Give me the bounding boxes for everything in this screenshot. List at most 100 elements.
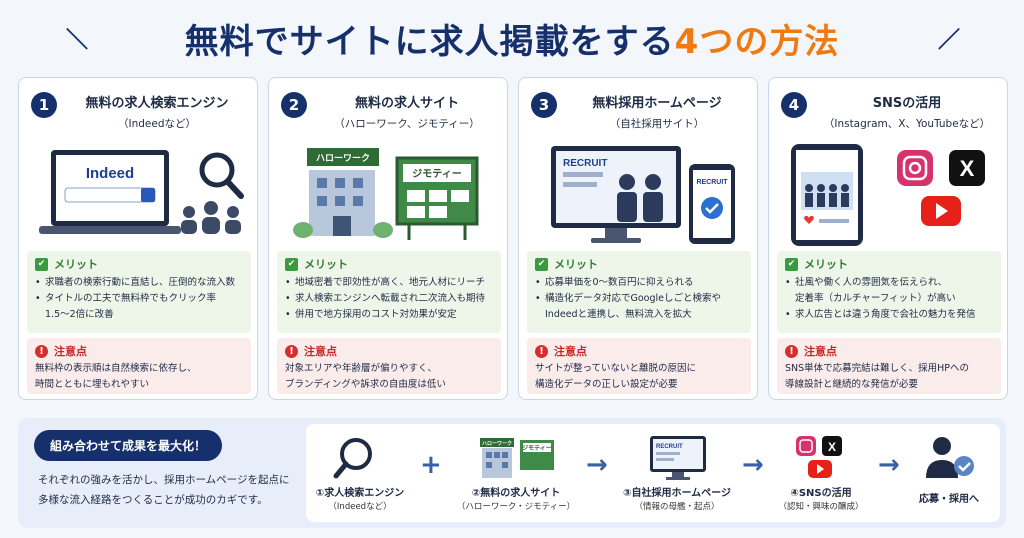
flow-step-search-engine: ①求人検索エンジン （Indeedなど） [310, 424, 410, 522]
monitor-recruit-text: RECRUIT [563, 158, 607, 169]
recruit-site-illustration: RECRUIT RECRUIT [551, 146, 735, 244]
svg-text:ジモティー: ジモティー [522, 445, 552, 452]
thumbs-up-icon: ✔ [535, 257, 548, 271]
card-subtitle: （ハローワーク、ジモティー） [334, 118, 480, 130]
caution-text: サイトが整っていないと離脱の原因に構造化データの正しい設定が必要 [535, 363, 697, 390]
title-decoration-right: ／ [938, 28, 961, 53]
title-accent: 4つの方法 [674, 22, 840, 62]
warning-icon: ! [35, 344, 48, 358]
summary-pill: 組み合わせて成果を最大化！ [34, 430, 223, 461]
card-number: 2 [281, 92, 307, 118]
indeed-logo-text: Indeed [86, 165, 134, 182]
hellowork-sign: ハローワーク [316, 153, 370, 164]
flow-step-sns: X ④SNSの活用 （認知・興味の醸成） [766, 424, 876, 522]
flow-step-label: 応募・採用へ [919, 494, 979, 505]
flow-step-label: ④SNSの活用 [790, 488, 852, 499]
svg-text:X: X [960, 156, 975, 181]
x-icon [949, 150, 985, 186]
jmty-sign: ジモティー [412, 168, 461, 180]
summary-panel: 組み合わせて成果を最大化！ それぞれの強みを活かし、採用ホームページを起点に多様… [18, 418, 1006, 528]
thumbs-up-icon: ✔ [35, 257, 48, 271]
flow-step-label: ③自社採用ホームページ [623, 488, 731, 499]
merit-item: 併用で地方採用のコスト対効果が安定 [285, 307, 493, 323]
merit-label: メリット [554, 258, 598, 271]
magnifier-icon [199, 152, 235, 188]
flow-step-label: ②無料の求人サイト [471, 488, 561, 499]
warning-icon: ! [785, 344, 798, 358]
arrow-icon: → [742, 450, 764, 480]
sns-illustration: X [791, 144, 985, 246]
caution-box: ! 注意点 サイトが整っていないと離脱の原因に構造化データの正しい設定が必要 [527, 338, 751, 394]
caution-label: 注意点 [554, 345, 587, 358]
job-sites-icon: ハローワーク ジモティー [480, 438, 554, 478]
instagram-icon [897, 150, 933, 186]
warning-icon: ! [535, 344, 548, 358]
flow-step-job-sites: ハローワーク ジモティー ②無料の求人サイト （ハローワーク・ジモティー） [446, 424, 586, 522]
flow-step-hire: 応募・採用へ [902, 424, 996, 522]
merit-item: 構造化データ対応でGoogleしごと検索や [535, 291, 743, 307]
merit-box: ✔ メリット 求職者の検索行動に直結し、圧倒的な流入数 タイトルの工夫で無料枠でも… [27, 251, 251, 333]
title-main: 無料でサイトに求人掲載をする [184, 22, 675, 62]
flow-step-sub: （ハローワーク・ジモティー） [456, 502, 576, 512]
merit-label: メリット [54, 258, 98, 271]
merit-item: タイトルの工夫で無料枠でもクリック率 [35, 291, 243, 307]
arrow-icon: → [878, 450, 900, 480]
caution-box: ! 注意点 SNS単体で応募完結は難しく、採用HPへの導線設計と継続的な発信が必要 [777, 338, 1001, 394]
caution-text: 無料枠の表示順は自然検索に依存し、時間とともに埋もれやすい [35, 363, 197, 390]
svg-text:RECRUIT: RECRUIT [656, 444, 683, 450]
magnifier-icon [333, 438, 372, 479]
arrow-icon: → [586, 450, 608, 480]
flow-panel: ①求人検索エンジン （Indeedなど） + ハローワーク ジモティー ②無料の… [306, 424, 1000, 522]
thumbs-up-icon: ✔ [785, 257, 798, 271]
card-number: 4 [781, 92, 807, 118]
merit-item: 地域密着で即効性が高く、地元人材にリーチ [285, 275, 493, 291]
card-number: 1 [31, 92, 57, 118]
caution-label: 注意点 [304, 345, 337, 358]
flow-step-sub: （情報の母艦・起点） [634, 502, 720, 512]
method-card-sns: 4 SNSの活用 （Instagram、X、YouTubeなど） X ✔ メリット… [768, 77, 1008, 400]
merit-item: 定着率（カルチャーフィット）が高い [795, 293, 956, 304]
merit-label: メリット [804, 258, 848, 271]
caution-label: 注意点 [54, 345, 87, 358]
monitor-icon: RECRUIT [650, 436, 706, 480]
merit-item: 社風や働く人の雰囲気を伝えられ、 [785, 275, 993, 291]
warning-icon: ! [285, 344, 298, 358]
check-icon [701, 197, 723, 219]
svg-text:ハローワーク: ハローワーク [482, 440, 512, 447]
merit-box: ✔ メリット 地域密着で即効性が高く、地元人材にリーチ 求人検索エンジンへ転載され… [277, 251, 501, 333]
method-card-recruit-site: 3 無料採用ホームページ （自社採用サイト） RECRUIT RECRUIT ✔… [518, 77, 758, 400]
caution-box: ! 注意点 対象エリアや年齢層が偏りやすく、ブランディングや訴求の自由度は低い [277, 338, 501, 394]
caution-label: 注意点 [804, 345, 837, 358]
card-subtitle: （自社採用サイト） [609, 118, 705, 130]
card-title: SNSの活用 [872, 96, 942, 111]
merit-box: ✔ メリット 社風や働く人の雰囲気を伝えられ、 定着率（カルチャーフィット）が高い… [777, 251, 1001, 333]
flow-step-label: ①求人検索エンジン [315, 488, 405, 499]
job-sites-illustration: ハローワーク ジモティー [293, 148, 479, 240]
flow-step-sub: （認知・興味の醸成） [778, 502, 864, 512]
summary-description: それぞれの強みを活かし、採用ホームページを起点に多様な流入経路をつくることが成功… [38, 474, 290, 506]
merit-box: ✔ メリット 応募単価を0〜数百円に抑えられる 構造化データ対応でGoogleしご… [527, 251, 751, 333]
card-subtitle: （Indeedなど） [117, 118, 196, 130]
title-decoration-left: ＼ [66, 28, 89, 53]
caution-text: SNS単体で応募完結は難しく、採用HPへの導線設計と継続的な発信が必要 [785, 363, 970, 390]
caution-text: 対象エリアや年齢層が偏りやすく、ブランディングや訴求の自由度は低い [285, 363, 446, 390]
page-title: 無料でサイトに求人掲載をする4つの方法 [0, 14, 1024, 63]
merit-item: 求職者の検索行動に直結し、圧倒的な流入数 [35, 275, 243, 291]
merit-label: メリット [304, 258, 348, 271]
search-engine-illustration: Indeed [39, 150, 244, 234]
svg-text:X: X [828, 440, 836, 454]
thumbs-up-icon: ✔ [285, 257, 298, 271]
merit-item: 求人検索エンジンへ転載され二次流入も期待 [285, 291, 493, 307]
people-icon [181, 201, 241, 234]
plus-icon: + [420, 450, 442, 480]
sns-icons: X [796, 436, 842, 478]
card-subtitle: （Instagram、X、YouTubeなど） [823, 118, 991, 130]
caution-box: ! 注意点 無料枠の表示順は自然検索に依存し、時間とともに埋もれやすい [27, 338, 251, 394]
card-title: 無料採用ホームページ [592, 96, 722, 111]
flow-step-recruit-site: RECRUIT ③自社採用ホームページ （情報の母艦・起点） [612, 424, 742, 522]
merit-item: 応募単価を0〜数百円に抑えられる [535, 275, 743, 291]
phone-recruit-text: RECRUIT [696, 179, 728, 186]
flow-step-sub: （Indeedなど） [328, 502, 392, 512]
card-title: 無料の求人サイト [354, 96, 459, 111]
merit-item: 求人広告とは違う角度で会社の魅力を発信 [785, 307, 993, 323]
